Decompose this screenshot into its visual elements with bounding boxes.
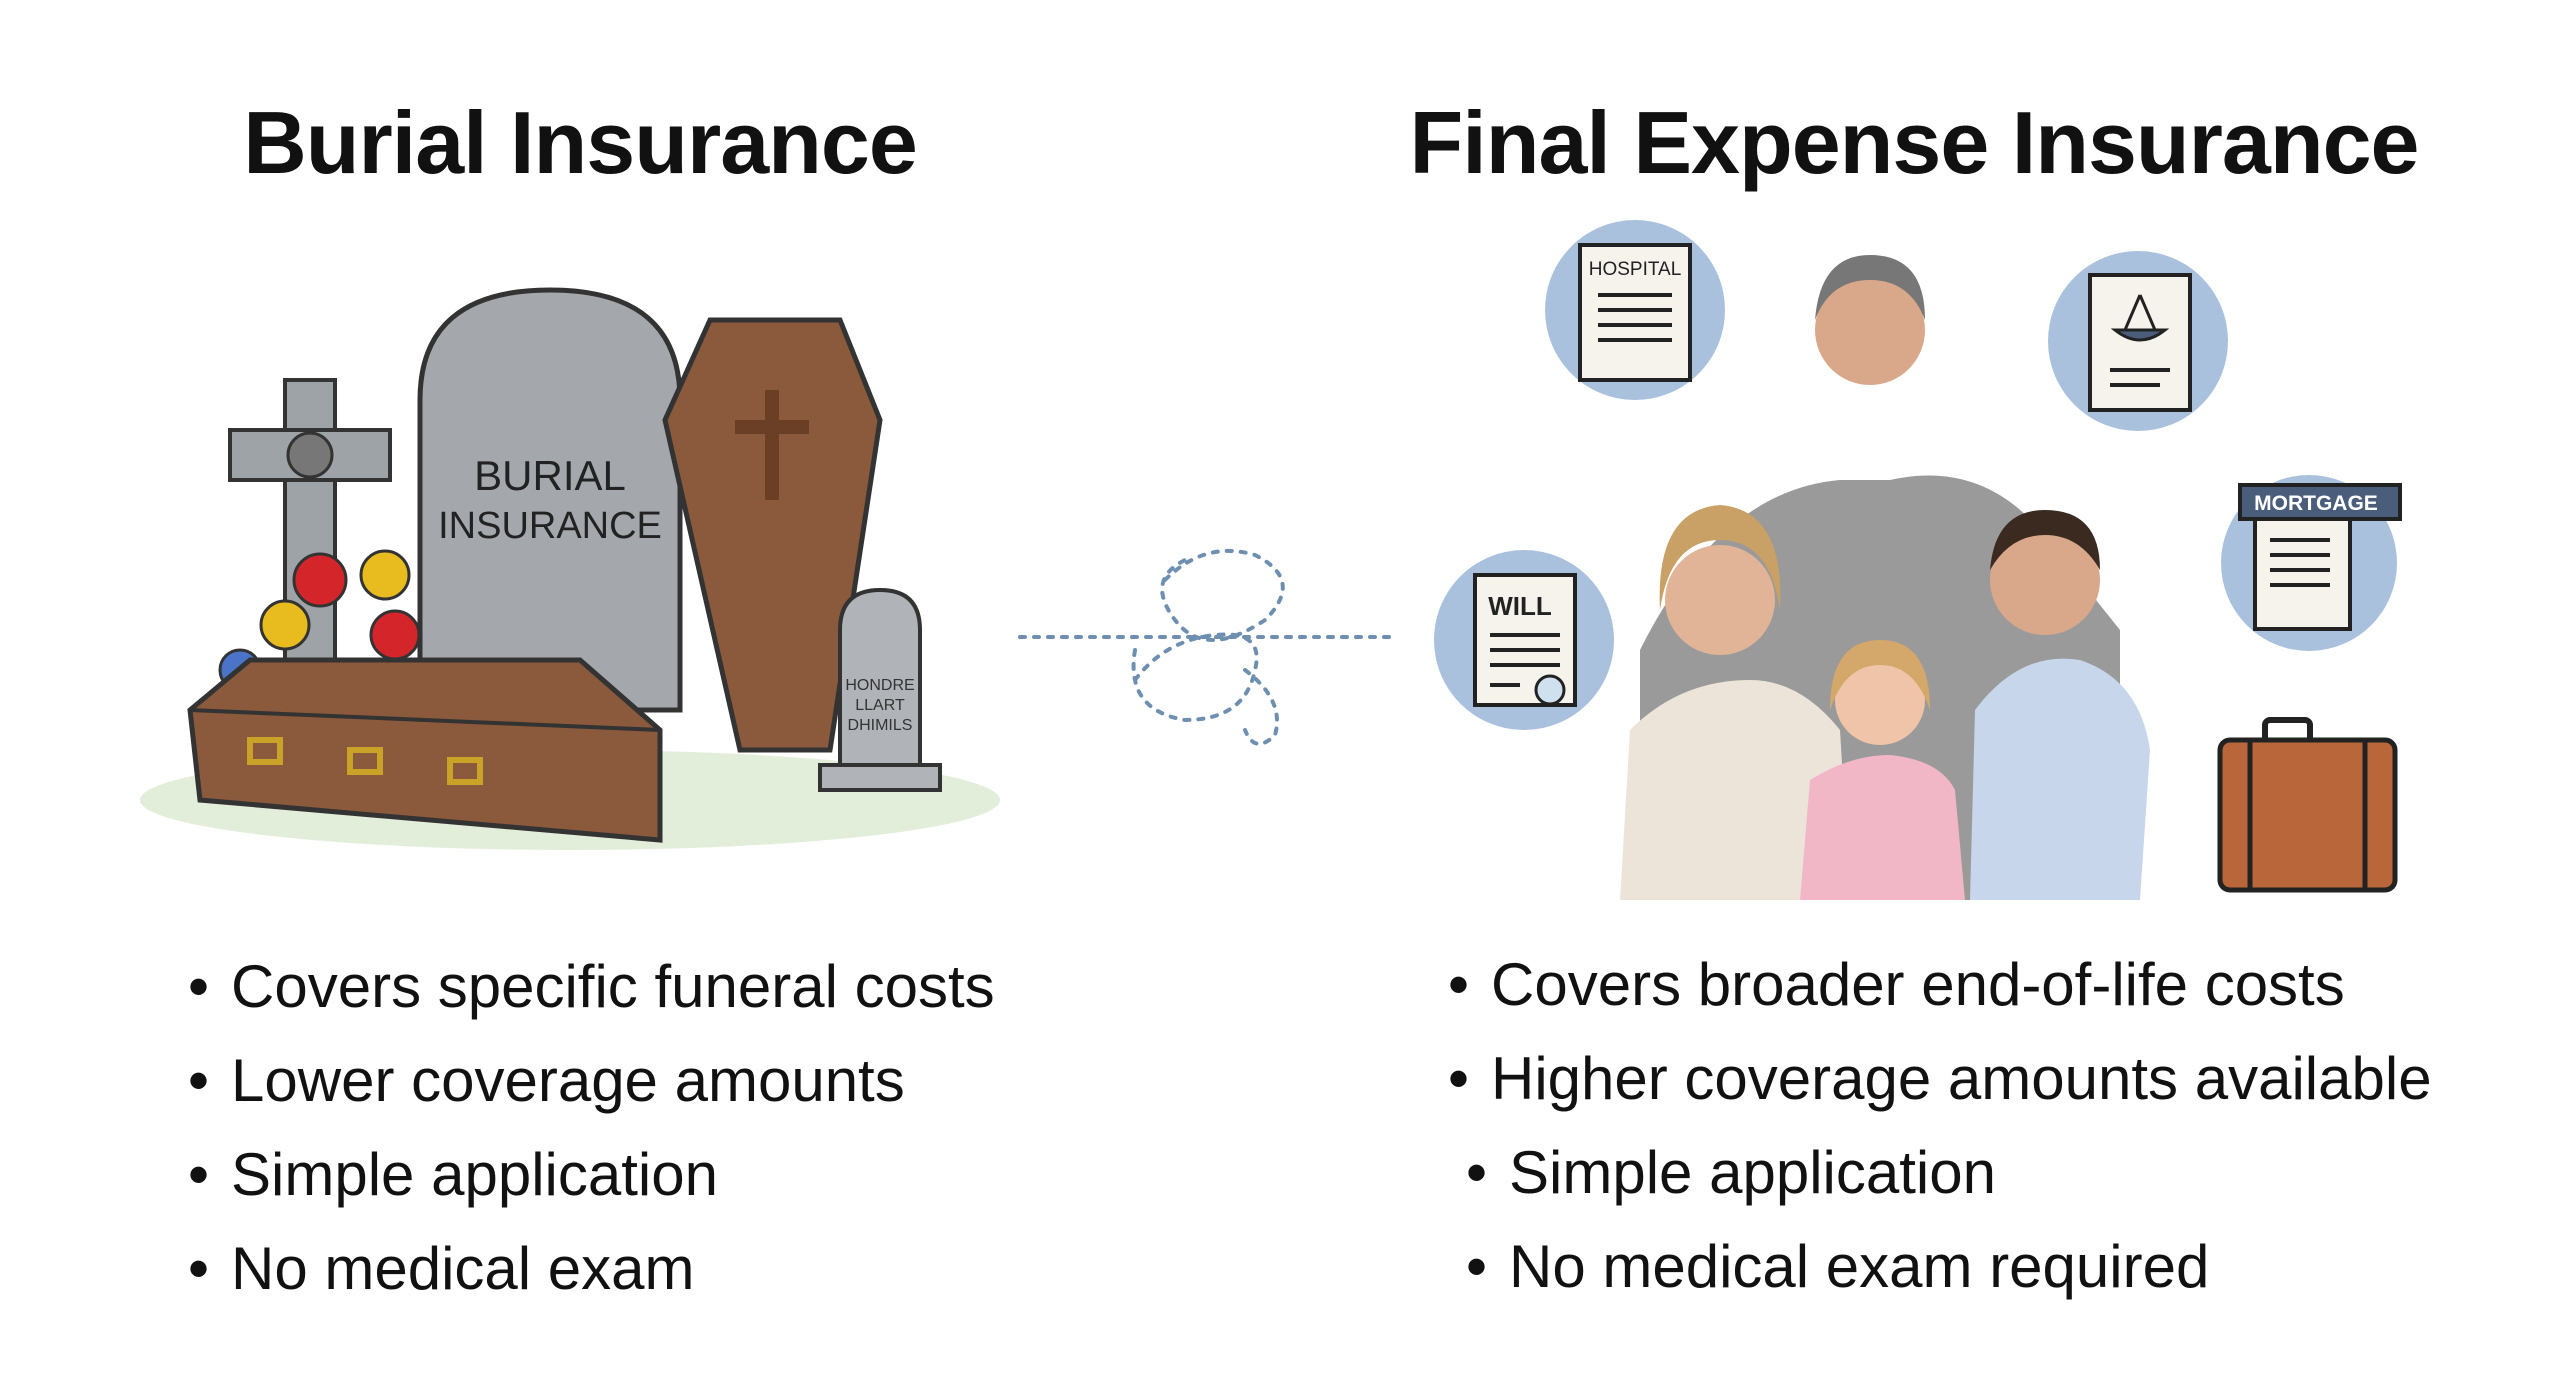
bullet-item: Simple application [1448,1126,2432,1220]
mortgage-label: MORTGAGE [2254,492,2378,515]
will-label: WILL [1488,591,1552,621]
will-document-icon: WILL [1434,550,1614,730]
small-stone-text-3: DHIMILS [848,717,913,734]
tombstone: BURIAL INSURANCE [417,287,683,713]
small-stone-text-1: HONDRE [845,677,914,694]
bullet-item: Simple application [188,1128,995,1222]
hospital-label: HOSPITAL [1589,259,1682,280]
small-stone-text-2: LLART [855,697,905,714]
final-expense-illustration: HOSPITAL WILL MORTGAGE [1434,220,2402,900]
bullet-item: Lower coverage amounts [188,1034,995,1128]
suitcase-icon [2217,717,2398,893]
casket [187,657,663,843]
bullet-item: Higher coverage amounts available [1448,1032,2432,1126]
burial-illustration: BURIAL INSURANCE HONDRE LLART DHIMILS [140,287,1000,850]
bullet-item: Covers specific funeral costs [188,940,995,1034]
final-expense-title: Final Expense Insurance [1409,93,2420,192]
burial-insurance-title: Burial Insurance [243,93,918,192]
mortgage-document-icon: MORTGAGE [2221,475,2402,651]
bullet-item: No medical exam [188,1222,995,1316]
tombstone-text-2: INSURANCE [438,505,662,547]
final-expense-bullet-list: Covers broader end-of-life costs Higher … [1448,938,2432,1314]
connector-dotted-line [1018,548,1392,746]
family-photo [1620,255,2150,900]
small-tombstone: HONDRE LLART DHIMILS [818,587,942,792]
legal-scroll-icon [2048,251,2228,431]
coffin-upright [662,317,883,753]
burial-bullet-list: Covers specific funeral costs Lower cove… [188,940,995,1316]
tombstone-text-1: BURIAL [474,452,626,499]
hospital-bill-icon: HOSPITAL [1545,220,1725,400]
bullet-item: No medical exam required [1448,1220,2432,1314]
bullet-item: Covers broader end-of-life costs [1448,938,2432,1032]
